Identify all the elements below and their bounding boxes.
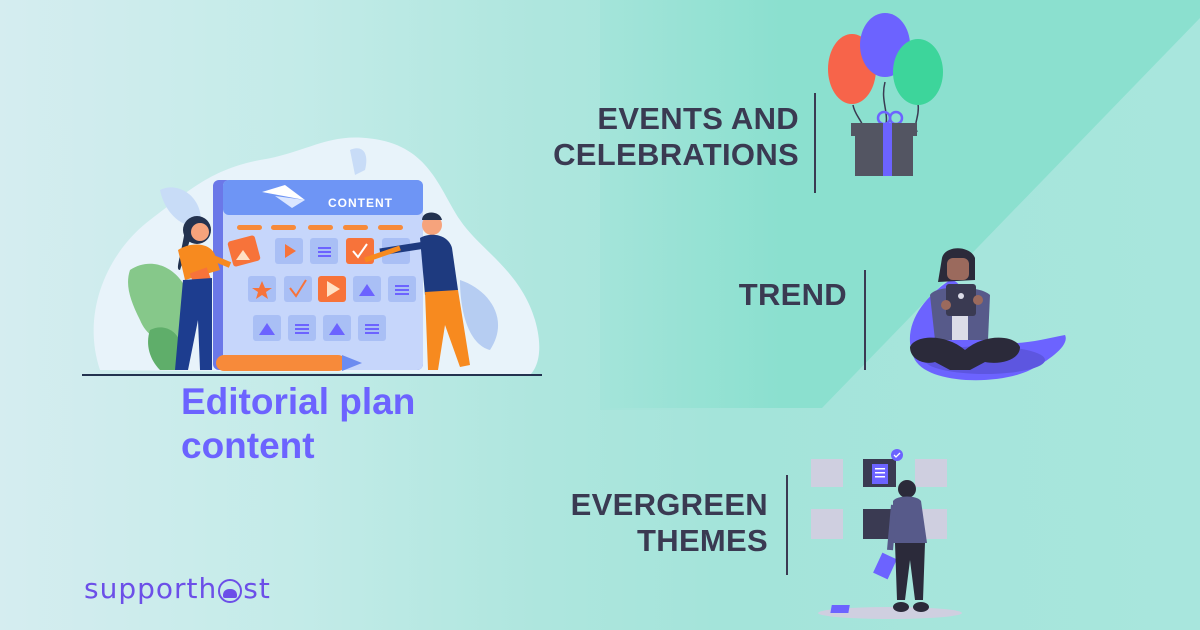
- section-events-divider: [814, 93, 816, 193]
- section-events-line1: EVENTS AND: [597, 101, 799, 136]
- section-events-line2: CELEBRATIONS: [553, 137, 799, 172]
- section-trend-heading: TREND: [739, 277, 847, 313]
- editorial-calendar-illustration: CONTENT: [82, 137, 542, 376]
- page-title: Editorial plan content: [181, 380, 415, 468]
- section-events-heading: EVENTS AND CELEBRATIONS: [553, 101, 799, 173]
- section-evergreen-line2: THEMES: [637, 523, 768, 558]
- section-evergreen-heading: EVERGREEN THEMES: [571, 487, 768, 559]
- logo-text-part1: supporth: [84, 572, 218, 605]
- logo-text-part2: st: [243, 572, 271, 605]
- person-tablet-icon: [909, 248, 1066, 381]
- title-line-2: content: [181, 425, 315, 466]
- section-trend-divider: [864, 270, 866, 370]
- title-line-1: Editorial plan: [181, 381, 416, 422]
- section-evergreen-line1: EVERGREEN: [570, 487, 768, 522]
- calendar-label: CONTENT: [328, 196, 393, 210]
- gift-balloons-icon: [828, 13, 943, 176]
- cloud-o-icon: [218, 578, 243, 603]
- supporthost-logo[interactable]: supporth st: [84, 572, 271, 605]
- section-trend-line1: TREND: [738, 277, 847, 312]
- section-evergreen-divider: [786, 475, 788, 575]
- person-board-icon: [811, 449, 962, 619]
